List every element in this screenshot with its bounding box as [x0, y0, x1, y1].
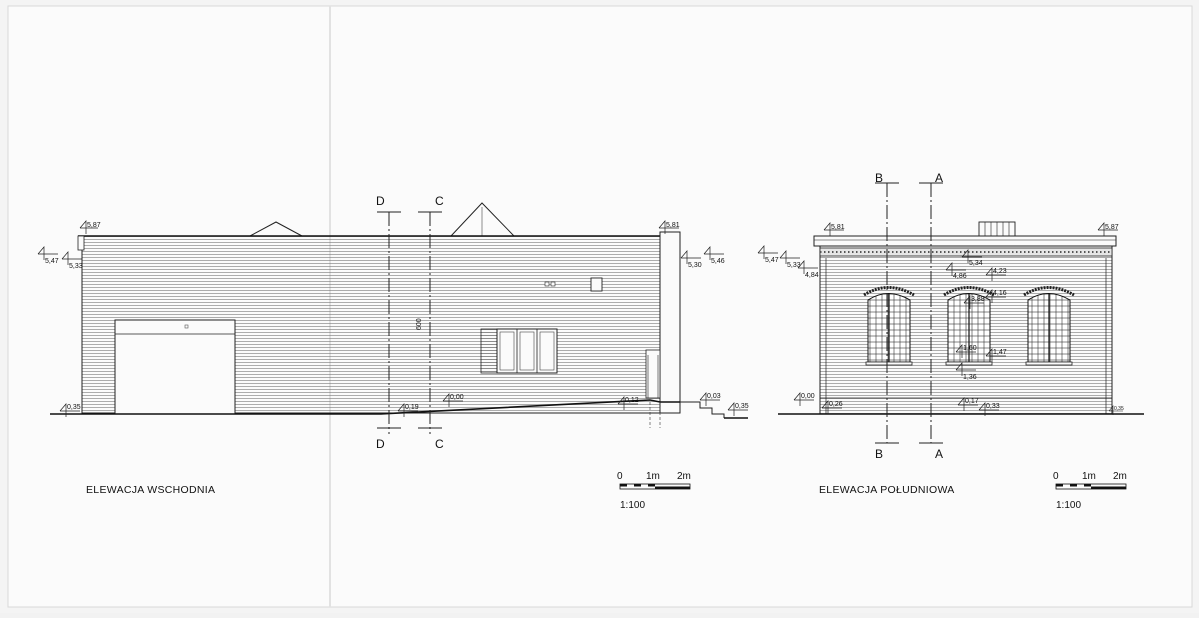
- east-level-marker: 5,87: [79, 220, 101, 234]
- south-level-marker: 5,33: [779, 250, 801, 269]
- svg-text:5,81: 5,81: [831, 224, 845, 231]
- east-chimney-stub: [645, 349, 661, 399]
- south-level-marker: 0,17: [957, 397, 979, 411]
- svg-text:5,33: 5,33: [69, 263, 83, 270]
- svg-text:5,34: 5,34: [969, 260, 983, 267]
- svg-text:0,00: 0,00: [450, 394, 464, 401]
- south-level-marker: 0,33: [978, 402, 1000, 416]
- south-level-marker: 4,84: [797, 260, 819, 279]
- east-vent: [590, 277, 603, 292]
- svg-text:5,30: 5,30: [688, 262, 702, 269]
- east-level-marker: 0,35: [727, 402, 749, 416]
- svg-text:5,87: 5,87: [87, 222, 101, 229]
- south-section-label-a-top: A: [935, 171, 943, 185]
- south-level-marker: 1,60: [955, 344, 977, 358]
- south-level-marker: 0,26: [821, 400, 843, 414]
- south-section-label-b-bottom: B: [875, 447, 883, 461]
- south-level-marker: 0,35: [1108, 405, 1124, 415]
- svg-text:0,00: 0,00: [801, 393, 815, 400]
- south-level-marker: 4,86: [945, 262, 967, 280]
- scale-tick-0: 0: [617, 471, 623, 482]
- scale-bar-east: 0 1m 2m 1:100: [617, 471, 691, 511]
- east-section-label-c-bottom: C: [435, 437, 444, 451]
- south-level-marker: 5,47: [757, 245, 779, 264]
- east-level-marker: 0,35: [59, 403, 81, 417]
- svg-text:5,33: 5,33: [787, 262, 801, 269]
- east-level-marker: 0,03: [699, 392, 721, 406]
- svg-text:0,35: 0,35: [67, 404, 81, 411]
- east-section-label-d-bottom: D: [376, 437, 385, 451]
- east-level-marker: 5,30: [680, 250, 702, 269]
- scale-tick-1m: 1m: [1082, 471, 1096, 482]
- scale-ratio: 1:100: [620, 500, 645, 511]
- svg-text:0,03: 0,03: [707, 393, 721, 400]
- svg-text:0,35: 0,35: [1114, 406, 1124, 412]
- east-elevation: D C D C 600 5,87 5,47 5,33 5,81 5,30 5,4…: [37, 194, 749, 496]
- svg-text:4,16: 4,16: [993, 290, 1007, 297]
- south-cornice: [813, 235, 1117, 247]
- east-level-marker: 5,33: [61, 251, 83, 270]
- east-elevation-title: ELEWACJA WSCHODNIA: [86, 484, 215, 496]
- south-level-marker: 3,88: [963, 295, 985, 309]
- east-level-marker: 5,47: [37, 246, 59, 265]
- south-level-marker: 1,36: [955, 362, 977, 381]
- south-level-marker: 5,87: [1097, 222, 1119, 236]
- svg-text:0,12: 0,12: [625, 397, 639, 404]
- svg-text:4,84: 4,84: [805, 272, 819, 279]
- south-elevation: B A B A 5,81 5,87 5,47 5,33 5,34 4,84 4,…: [757, 171, 1144, 496]
- east-level-marker: 0,00: [442, 393, 464, 407]
- east-pilaster: [659, 231, 681, 414]
- svg-text:3,88: 3,88: [971, 296, 985, 303]
- svg-text:5,47: 5,47: [45, 258, 59, 265]
- east-height-dim: 600: [416, 318, 423, 330]
- scale-tick-2m: 2m: [677, 471, 691, 482]
- east-ground-line: [50, 399, 680, 415]
- scale-bar-south: 0 1m 2m 1:100: [1053, 471, 1127, 511]
- east-level-marker: 5,46: [703, 246, 725, 265]
- east-level-marker: 0,19: [397, 403, 419, 417]
- svg-text:5,46: 5,46: [711, 258, 725, 265]
- svg-text:5,47: 5,47: [765, 257, 779, 264]
- south-level-marker: 4,23: [985, 267, 1007, 281]
- svg-text:1,47: 1,47: [993, 349, 1007, 356]
- east-level-marker: 0,12: [617, 396, 639, 410]
- east-stairs: [680, 401, 725, 418]
- svg-text:1,60: 1,60: [963, 345, 977, 352]
- east-level-marker: 5,81: [658, 220, 680, 234]
- south-level-marker: 5,81: [823, 222, 845, 236]
- east-window: [496, 328, 558, 374]
- east-section-label-c-top: C: [435, 194, 444, 208]
- svg-text:0,33: 0,33: [986, 403, 1000, 410]
- south-level-marker: 0,00: [793, 392, 815, 406]
- south-level-marker: 1,47: [985, 348, 1007, 362]
- south-level-marker: 5,34: [961, 249, 983, 267]
- svg-text:0,17: 0,17: [965, 398, 979, 405]
- svg-text:5,87: 5,87: [1105, 224, 1119, 231]
- south-window-left: [863, 286, 915, 366]
- scale-tick-1m: 1m: [646, 471, 660, 482]
- svg-text:5,81: 5,81: [666, 222, 680, 229]
- svg-text:4,23: 4,23: [993, 268, 1007, 275]
- south-window-right: [1023, 286, 1075, 366]
- svg-text:0,26: 0,26: [829, 401, 843, 408]
- south-section-label-b-top: B: [875, 171, 883, 185]
- svg-text:4,86: 4,86: [953, 273, 967, 280]
- south-elevation-title: ELEWACJA POŁUDNIOWA: [819, 484, 955, 496]
- south-level-marker: 4,16: [985, 289, 1007, 303]
- scale-ratio: 1:100: [1056, 500, 1081, 511]
- svg-text:0,35: 0,35: [735, 403, 749, 410]
- svg-text:1,36: 1,36: [963, 374, 977, 381]
- scale-tick-0: 0: [1053, 471, 1059, 482]
- south-section-label-a-bottom: A: [935, 447, 943, 461]
- south-window-middle: [943, 286, 995, 366]
- scale-tick-2m: 2m: [1113, 471, 1127, 482]
- east-section-label-d-top: D: [376, 194, 385, 208]
- svg-text:0,19: 0,19: [405, 404, 419, 411]
